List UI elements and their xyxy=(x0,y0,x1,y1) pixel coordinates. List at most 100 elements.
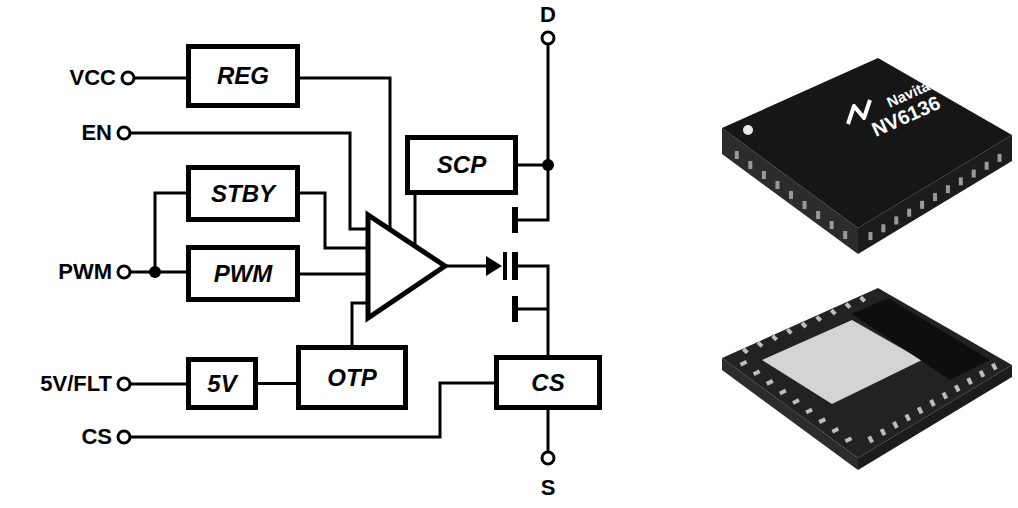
chip-pads xyxy=(741,297,996,442)
channel-segment xyxy=(512,207,518,233)
wire xyxy=(134,77,186,80)
diode-arrow xyxy=(486,256,502,276)
pad xyxy=(881,224,885,232)
pad xyxy=(802,323,806,327)
function-block: PWM xyxy=(186,245,300,302)
wires xyxy=(130,44,548,452)
wire xyxy=(300,193,368,248)
pin-terminal xyxy=(542,452,554,464)
chip-top-view xyxy=(722,58,1012,254)
pin-name: 5V/FLT xyxy=(40,373,112,395)
pin-name: PWM xyxy=(58,261,112,283)
pad xyxy=(754,371,760,374)
channel-segment xyxy=(512,252,518,280)
pad xyxy=(789,191,793,199)
pad xyxy=(741,362,747,365)
channel-segment xyxy=(512,296,518,322)
pad xyxy=(919,407,922,413)
pad xyxy=(806,410,812,413)
pin-terminal xyxy=(118,378,130,390)
pin-terminal xyxy=(122,72,134,84)
gan-fet-symbol xyxy=(486,207,515,322)
wire xyxy=(130,133,368,229)
pin-name: S xyxy=(541,477,556,499)
pad xyxy=(985,162,989,170)
wire xyxy=(515,308,548,311)
block-label: REG xyxy=(217,62,269,90)
pad xyxy=(907,209,911,217)
pad xyxy=(743,349,747,353)
wire xyxy=(445,265,486,268)
pad xyxy=(831,310,835,314)
pin-terminal xyxy=(118,431,130,443)
pad xyxy=(894,422,897,428)
pad xyxy=(846,304,850,308)
pad xyxy=(980,371,983,377)
wire xyxy=(515,266,548,355)
pad xyxy=(933,193,937,201)
pad xyxy=(894,216,898,224)
pad xyxy=(787,329,791,333)
block-label: OTP xyxy=(327,364,376,392)
wire xyxy=(414,195,417,246)
chip-bottom-view xyxy=(722,288,1012,470)
pad xyxy=(998,154,1002,162)
block-label: PWM xyxy=(214,260,273,288)
function-block: OTP xyxy=(296,345,408,410)
pad xyxy=(845,438,851,441)
chip-bottom-face xyxy=(722,288,1012,458)
pad xyxy=(868,232,872,240)
pad xyxy=(972,170,976,178)
pad xyxy=(758,342,762,346)
junction-dot xyxy=(542,159,554,171)
pin1-dot xyxy=(743,125,753,135)
logo-mark xyxy=(848,100,870,124)
pin-terminal xyxy=(118,127,130,139)
function-block: 5V xyxy=(186,357,258,410)
junction-dot xyxy=(149,266,161,278)
pin-name: D xyxy=(540,4,556,26)
block-label: STBY xyxy=(211,180,275,208)
wire xyxy=(515,44,548,220)
pad xyxy=(943,393,946,399)
pad xyxy=(817,317,821,321)
pad xyxy=(762,171,766,179)
pin-name: CS xyxy=(81,426,112,448)
pad xyxy=(773,336,777,340)
pad xyxy=(816,211,820,219)
pad xyxy=(803,201,807,209)
pad xyxy=(861,297,865,301)
pin-name: VCC xyxy=(70,67,116,89)
pin-name: EN xyxy=(81,122,112,144)
wire xyxy=(130,383,186,386)
wire xyxy=(300,78,390,229)
pad xyxy=(819,419,825,422)
pad xyxy=(993,364,996,370)
pad xyxy=(906,415,909,421)
wire xyxy=(300,273,368,276)
pad xyxy=(956,385,959,391)
wire xyxy=(547,410,550,452)
pad xyxy=(735,151,739,159)
gate-bar xyxy=(503,252,507,280)
pad xyxy=(968,378,971,384)
block-label: SCP xyxy=(437,151,486,179)
block-label: CS xyxy=(531,369,564,397)
pad xyxy=(780,390,786,393)
function-block: SCP xyxy=(405,135,518,195)
block-label: 5V xyxy=(207,370,236,398)
function-block: STBY xyxy=(186,165,300,222)
pin-terminal xyxy=(118,266,130,278)
pin-terminal xyxy=(542,32,554,44)
amplifier-symbol xyxy=(368,215,445,318)
pad xyxy=(869,436,872,442)
drain-pad xyxy=(852,298,990,380)
wire xyxy=(258,382,296,385)
pad xyxy=(767,381,773,384)
pad xyxy=(882,429,885,435)
chip-top-face xyxy=(722,58,1012,228)
pad xyxy=(793,400,799,403)
